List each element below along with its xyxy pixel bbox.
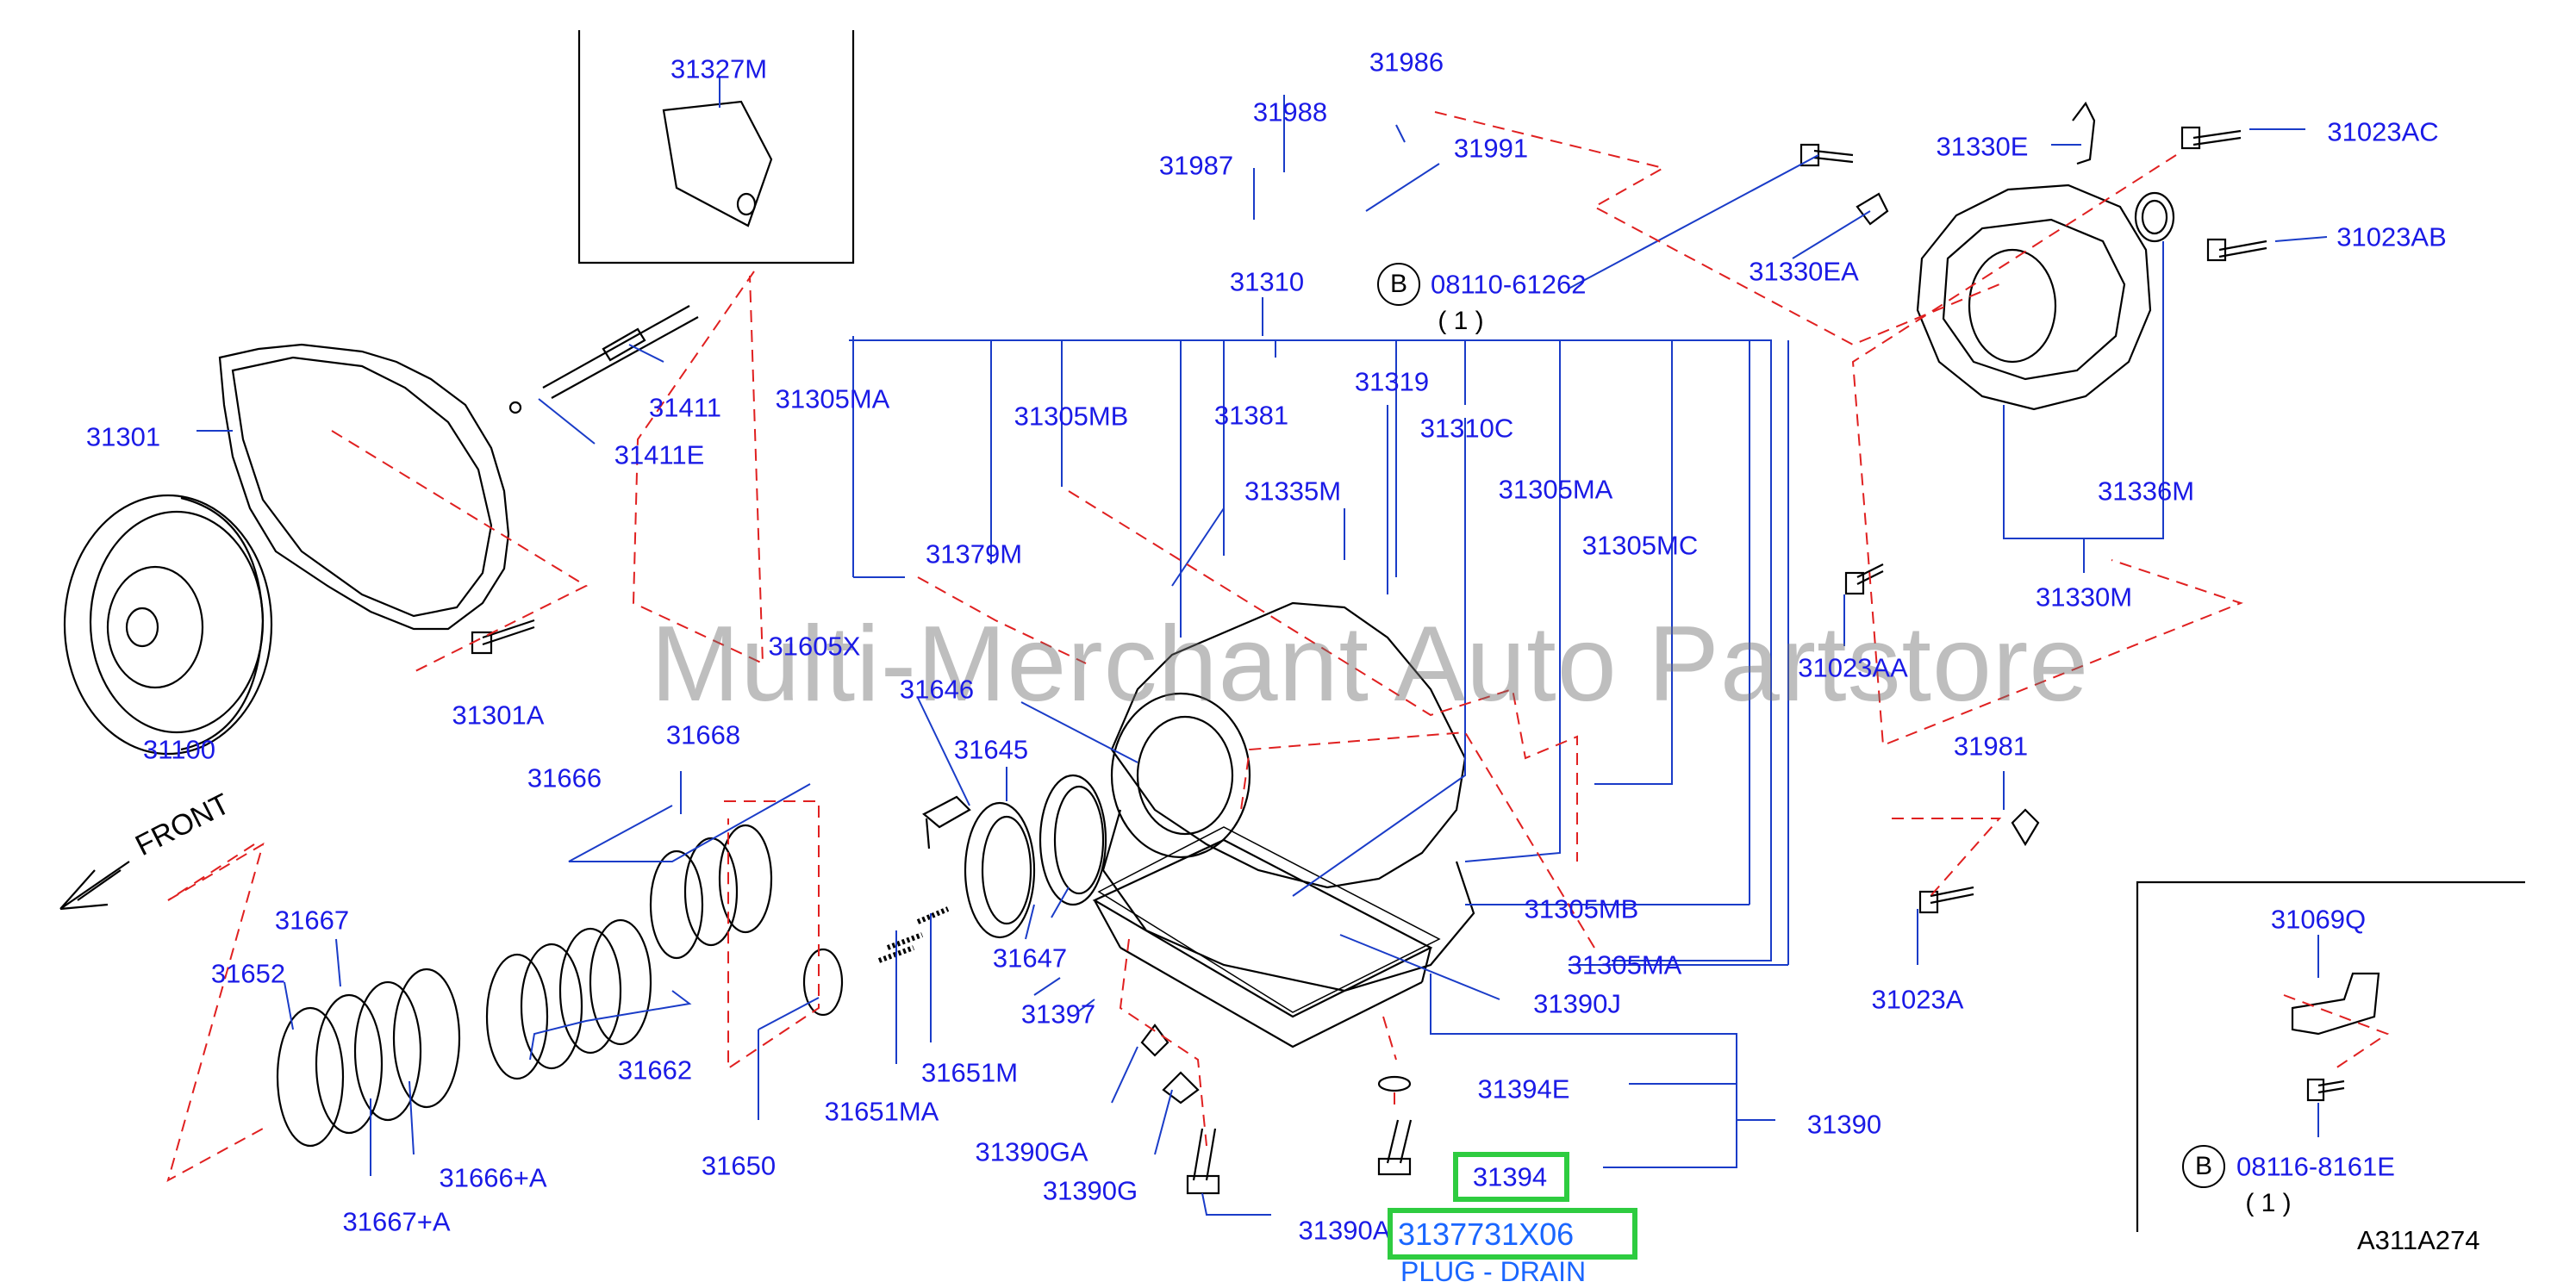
part-label-31305MB-2[interactable]: 31305MB <box>1524 893 1639 924</box>
part-label-31605X[interactable]: 31605X <box>768 631 861 662</box>
part-label-31301[interactable]: 31301 <box>85 421 161 452</box>
part-label-31988[interactable]: 31988 <box>1252 96 1328 128</box>
selected-part-description: PLUG - DRAIN <box>1400 1256 1587 1287</box>
part-label-31394E[interactable]: 31394E <box>1477 1073 1570 1104</box>
selected-part-number-highlight <box>1388 1208 1637 1260</box>
part-label-31023A[interactable]: 31023A <box>1871 984 1964 1015</box>
part-label-31319[interactable]: 31319 <box>1354 366 1430 397</box>
part-label-31986[interactable]: 31986 <box>1369 47 1444 78</box>
part-label-31991[interactable]: 31991 <box>1453 133 1529 164</box>
part-label-31305MB-1[interactable]: 31305MB <box>1014 401 1129 432</box>
part-label-31662[interactable]: 31662 <box>617 1055 693 1086</box>
part-label-31305MA-3[interactable]: 31305MA <box>1567 949 1682 980</box>
part-label-31411E[interactable]: 31411E <box>614 439 705 470</box>
selected-part-number[interactable]: 3137731X06 <box>1398 1216 1575 1252</box>
part-label-31411[interactable]: 31411 <box>649 392 721 423</box>
part-label-31305MA-1[interactable]: 31305MA <box>775 383 890 414</box>
part-label-31668[interactable]: 31668 <box>665 719 741 750</box>
part-label-31310C[interactable]: 31310C <box>1419 413 1514 444</box>
part-label-31390A[interactable]: 31390A <box>1298 1215 1391 1246</box>
part-label-31023AA[interactable]: 31023AA <box>1798 652 1908 683</box>
part-label-31981[interactable]: 31981 <box>1953 731 2029 762</box>
part-label-31381[interactable]: 31381 <box>1213 400 1289 431</box>
bolt-ref-number-2[interactable]: 08116-8161E <box>2236 1151 2395 1182</box>
bolt-ref-badge-2: B <box>2182 1145 2225 1188</box>
part-label-31301A[interactable]: 31301A <box>452 700 545 731</box>
part-label-31336M[interactable]: 31336M <box>2097 476 2195 507</box>
part-label-31335M[interactable]: 31335M <box>1244 476 1342 507</box>
part-label-31330E[interactable]: 31330E <box>1936 131 2029 162</box>
part-label-31390J[interactable]: 31390J <box>1533 988 1621 1019</box>
diagram-id: A311A274 <box>2357 1225 2480 1255</box>
part-label-31023AB[interactable]: 31023AB <box>2336 221 2447 252</box>
part-label-31667-plus-a[interactable]: 31667+A <box>342 1206 451 1237</box>
part-label-31390[interactable]: 31390 <box>1806 1109 1882 1140</box>
watermark: Multi-Merchant Auto Partstore <box>651 605 2090 724</box>
bolt-ref-qty-2: ( 1 ) <box>2245 1189 2292 1217</box>
part-label-31987[interactable]: 31987 <box>1158 150 1234 181</box>
part-label-31023AC[interactable]: 31023AC <box>2327 116 2439 147</box>
part-label-31397[interactable]: 31397 <box>1020 999 1096 1030</box>
part-label-31069Q[interactable]: 31069Q <box>2270 904 2367 935</box>
part-label-31650[interactable]: 31650 <box>701 1150 777 1181</box>
part-label-31646[interactable]: 31646 <box>899 674 975 705</box>
bolt-ref-badge-1: B <box>1377 263 1420 306</box>
part-label-31330M[interactable]: 31330M <box>2035 582 2133 613</box>
part-label-31390GA[interactable]: 31390GA <box>975 1136 1088 1167</box>
bolt-ref-qty-1: ( 1 ) <box>1438 307 1484 335</box>
part-label-31652[interactable]: 31652 <box>210 958 286 989</box>
part-label-31667[interactable]: 31667 <box>274 905 350 936</box>
part-label-31651MA[interactable]: 31651MA <box>824 1096 939 1127</box>
bolt-ref-number-1[interactable]: 08110-61262 <box>1431 269 1587 300</box>
part-label-31394[interactable]: 31394 <box>1472 1161 1548 1192</box>
part-label-31645[interactable]: 31645 <box>953 734 1029 765</box>
part-label-31390G[interactable]: 31390G <box>1042 1175 1138 1206</box>
part-label-31647[interactable]: 31647 <box>992 943 1068 974</box>
part-label-31327M[interactable]: 31327M <box>670 53 768 84</box>
part-label-31651M[interactable]: 31651M <box>920 1057 1019 1088</box>
part-label-31310[interactable]: 31310 <box>1229 266 1305 297</box>
part-label-31379M[interactable]: 31379M <box>925 538 1023 569</box>
part-label-31305MA-2[interactable]: 31305MA <box>1498 474 1613 505</box>
part-label-31305MC[interactable]: 31305MC <box>1581 530 1699 561</box>
part-label-31666-plus-a[interactable]: 31666+A <box>439 1162 547 1193</box>
part-label-31666[interactable]: 31666 <box>527 762 602 793</box>
part-label-31100[interactable]: 31100 <box>143 734 215 765</box>
selected-part-highlight <box>1453 1152 1569 1202</box>
part-label-31330EA[interactable]: 31330EA <box>1749 256 1859 287</box>
